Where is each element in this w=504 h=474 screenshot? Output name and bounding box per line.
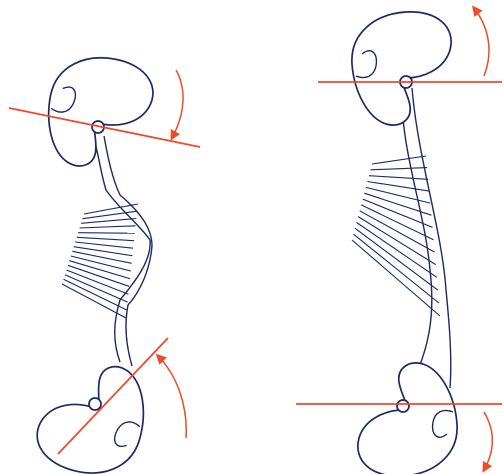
fiber-line [72,251,131,263]
right-upper-rotation-arrow [474,8,489,76]
fiber-line [81,219,136,224]
left-upper-cam-outline [35,45,160,180]
fiber-line [371,168,428,170]
left-upper-cam [35,45,160,180]
left-belt-right-edge [104,136,152,366]
fiber-line [372,156,426,164]
fiber-line [352,240,440,316]
fiber-line [78,233,135,234]
fiber-line [77,237,134,240]
right-upper-cam-outline [352,12,451,125]
right-lower-pivot [397,400,409,412]
fiber-line [75,242,133,248]
fiber-line [363,199,433,227]
fiber-line [64,279,127,310]
left-fiber-fan [62,204,138,318]
left-panel [9,45,200,474]
fiber-line [66,270,128,294]
right-panel [296,8,502,474]
fiber-line [360,211,435,252]
fiber-line [80,226,136,228]
right-lower-cam [358,363,457,474]
fiber-line [74,247,133,256]
right-lower-cam-outline [358,363,457,474]
left-lower-rotation-arrow [158,356,186,438]
right-upper-cam [352,12,451,125]
right-belt-right-edge [412,88,451,388]
left-lower-pivot [89,398,101,410]
left-upper-rotation-arrow [172,70,183,138]
fiber-line [65,275,128,302]
fiber-line [369,176,428,180]
right-lower-rotation-arrow [484,412,492,470]
